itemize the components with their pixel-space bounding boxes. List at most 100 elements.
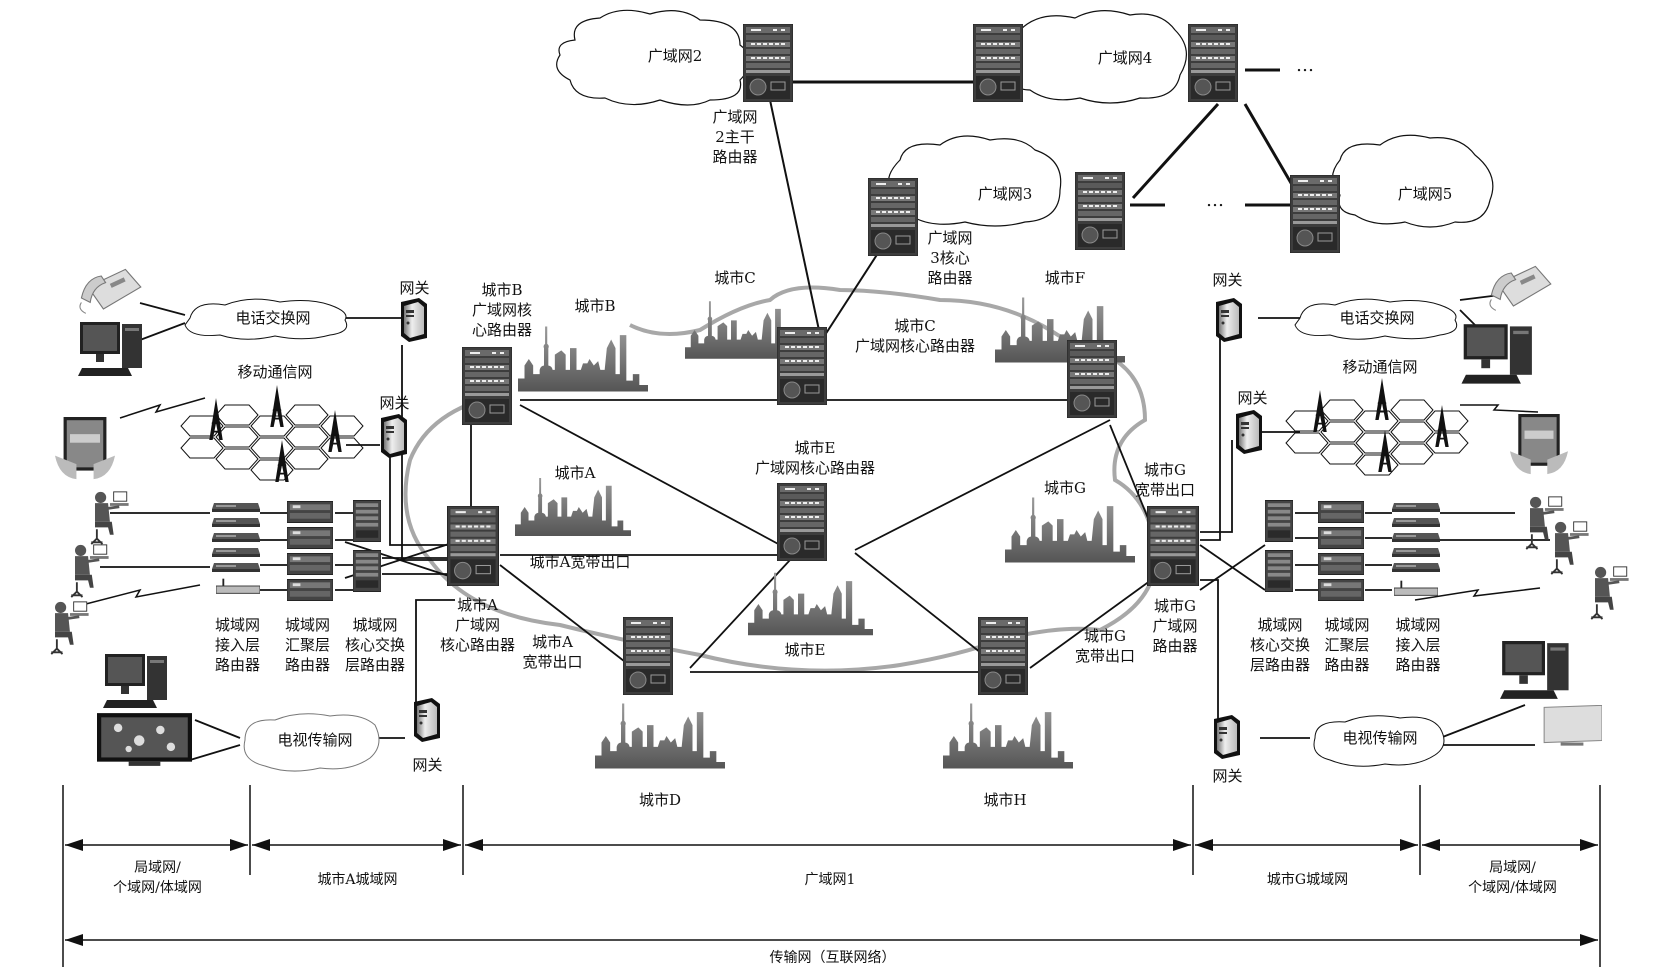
city-d-skyline-icon xyxy=(595,703,725,769)
wan3-core-router-label: 广域网 3核心 路由器 xyxy=(927,229,973,287)
gateway-label-right-1: 网关 xyxy=(1212,271,1243,289)
city-a-label: 城市A xyxy=(554,464,596,482)
access-layer-label-left: 城域网 接入层 路由器 xyxy=(214,616,260,674)
scale-man-a-label: 城市A城域网 xyxy=(317,872,398,888)
gateway-mobile-right-icon[interactable] xyxy=(1236,410,1262,454)
gateway-label-left-2: 网关 xyxy=(379,394,410,412)
tv-network-cloud-left xyxy=(243,713,380,772)
tv-network-cloud-right xyxy=(1313,715,1445,767)
gateway-tv-right-icon[interactable] xyxy=(1214,715,1240,759)
wan-backbone-links xyxy=(790,68,1300,207)
city-b-core-router-label: 城市B 广域网核 心路由器 xyxy=(471,281,532,339)
city-d-label: 城市D xyxy=(638,791,682,809)
scale-wan1-label: 广域网1 xyxy=(804,872,856,888)
telephone-icon-left xyxy=(79,268,142,314)
city-g-router-icon[interactable] xyxy=(1147,506,1199,586)
city-a-core-router-icon[interactable] xyxy=(447,506,499,586)
city-f-label: 城市F xyxy=(1044,269,1086,287)
wan2-backbone-router-icon[interactable] xyxy=(743,24,793,102)
tv-network-label-right: 电视传输网 xyxy=(1342,729,1418,747)
aggregation-layer-label-left: 城域网 汇聚层 路由器 xyxy=(284,616,330,674)
desktop-pc-icon-right xyxy=(1461,324,1532,384)
city-c-core-router-label: 城市C 广域网核心路由器 xyxy=(854,317,975,355)
scale-man-g-label: 城市G城域网 xyxy=(1266,872,1349,888)
phone-network-cloud-right xyxy=(1294,298,1458,340)
city-b-core-router-icon[interactable] xyxy=(462,347,512,425)
city-a-core-router-label: 城市A 广域网 核心路由器 xyxy=(439,596,515,654)
city-g-router-label: 城市G 广域网 路由器 xyxy=(1152,597,1198,655)
cell-tower-icons-left xyxy=(208,385,343,482)
city-f-router-icon[interactable] xyxy=(1067,340,1117,418)
city-e-core-router-icon[interactable] xyxy=(777,483,827,561)
user-at-computer-icon-6 xyxy=(1589,565,1631,621)
desktop-pc-icon-left-tv xyxy=(103,654,167,708)
wan3-core-router-icon[interactable] xyxy=(868,178,918,256)
phone-network-label-left: 电话交换网 xyxy=(235,309,311,327)
access-layer-label-right: 城域网 接入层 路由器 xyxy=(1395,616,1441,674)
user-at-computer-icon-5 xyxy=(1549,520,1591,576)
scale-transport-label: 传输网（互联网络） xyxy=(769,950,896,966)
wan-interconnect-links xyxy=(769,99,881,336)
gateway-tv-left-icon[interactable] xyxy=(414,698,440,742)
mobile-network-label-left: 移动通信网 xyxy=(237,363,313,381)
ellipsis-label-mid: … xyxy=(1206,190,1224,211)
scale-lan-left-label: 局域网/ 个域网/体域网 xyxy=(113,860,202,896)
gateway-label-left-1: 网关 xyxy=(399,279,430,297)
scale-lan-right-label: 局域网/ 个域网/体域网 xyxy=(1468,860,1557,896)
tv-icon-left xyxy=(97,713,192,766)
left-wireless-zigzag xyxy=(119,397,206,419)
city-h-router-icon[interactable] xyxy=(978,617,1028,695)
left-aggregation-switches xyxy=(287,501,333,601)
wan5-label: 广域网5 xyxy=(1397,185,1453,203)
city-a-broadband-exit-label-2: 城市A 宽带出口 xyxy=(522,633,583,671)
phone-network-cloud-left xyxy=(184,298,348,340)
right-wireless-zigzag xyxy=(1460,404,1539,413)
cell-tower-icons-right xyxy=(1312,378,1450,472)
city-h-label: 城市H xyxy=(983,791,1027,809)
city-e-label: 城市E xyxy=(784,641,826,659)
wan4-label: 广域网4 xyxy=(1097,49,1153,67)
mobile-network-label-right: 移动通信网 xyxy=(1342,358,1418,376)
gateway-label-right-2: 网关 xyxy=(1237,389,1268,407)
right-metro-links xyxy=(1199,294,1550,746)
city-a-skyline-icon xyxy=(515,478,631,536)
wan3-label: 广域网3 xyxy=(977,185,1033,203)
wan4-edge-router-icon[interactable] xyxy=(973,24,1023,102)
gateway-phone-left-icon[interactable] xyxy=(401,298,427,342)
wan2-label: 广域网2 xyxy=(647,47,703,65)
wan3-edge-router-icon[interactable] xyxy=(1075,172,1125,250)
tablet-icon-right xyxy=(1510,414,1568,475)
right-access-switches xyxy=(1392,503,1440,596)
city-c-label: 城市C xyxy=(714,269,756,287)
city-d-router-icon[interactable] xyxy=(623,617,673,695)
city-c-core-router-icon[interactable] xyxy=(777,327,827,405)
core-layer-label-left: 城域网 核心交换 层路由器 xyxy=(344,616,405,674)
city-e-skyline-icon xyxy=(748,572,873,636)
monitor-icon-right xyxy=(1543,705,1602,747)
gateway-label-left-3: 网关 xyxy=(412,756,443,774)
gateway-mobile-left-icon[interactable] xyxy=(381,414,407,458)
left-wifi-zigzag xyxy=(81,584,201,606)
city-g-skyline-icon xyxy=(1005,497,1135,563)
wan5-router-icon[interactable] xyxy=(1290,175,1340,253)
user-at-computer-icon-2 xyxy=(69,543,111,599)
aggregation-layer-label-right: 城域网 汇聚层 路由器 xyxy=(1324,616,1370,674)
wan5-cloud xyxy=(1331,134,1494,228)
telephone-icon-right xyxy=(1489,265,1552,311)
city-a-broadband-exit-label-1: 城市A宽带出口 xyxy=(529,553,631,571)
city-e-core-router-label: 城市E 广域网核心路由器 xyxy=(754,439,875,477)
tv-network-label-left: 电视传输网 xyxy=(277,731,353,749)
right-aggregation-switches xyxy=(1318,501,1364,601)
left-access-switches xyxy=(212,503,260,594)
city-b-label: 城市B xyxy=(574,297,616,315)
gateway-phone-right-icon[interactable] xyxy=(1216,298,1242,342)
city-g-broadband-exit-label-1: 城市G 宽带出口 xyxy=(1134,461,1195,499)
city-h-skyline-icon xyxy=(943,703,1073,769)
city-g-broadband-exit-label-2: 城市G 宽带出口 xyxy=(1074,627,1135,665)
tablet-icon-left xyxy=(55,417,115,480)
wan4-core-router-icon[interactable] xyxy=(1188,24,1238,102)
desktop-pc-icon-left xyxy=(78,322,142,376)
core-layer-label-right: 城域网 核心交换 层路由器 xyxy=(1249,616,1310,674)
phone-network-label-right: 电话交换网 xyxy=(1339,309,1415,327)
